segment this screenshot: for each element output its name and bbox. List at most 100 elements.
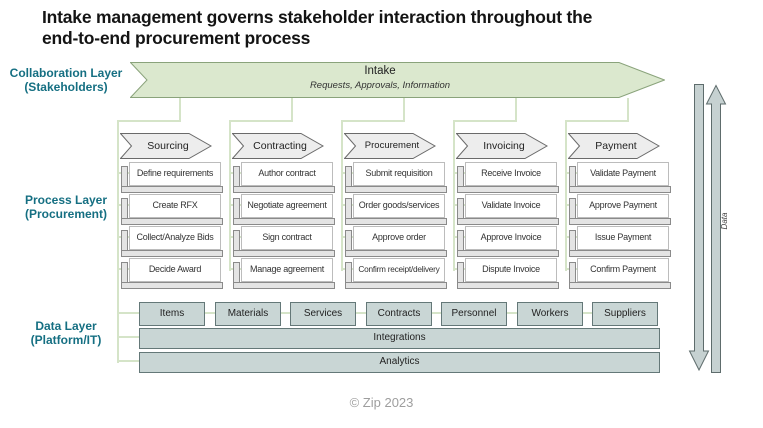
connector-line: [505, 312, 517, 314]
column-header-label: Sourcing: [147, 140, 189, 152]
step-shadow: [569, 282, 671, 289]
step-shadow: [233, 186, 335, 193]
process-step: Manage agreement: [229, 258, 337, 292]
step-shadow: [569, 186, 671, 193]
step-shadow: [121, 186, 223, 193]
intake-banner-subtitle: Requests, Approvals, Information: [309, 80, 451, 91]
data-chip-materials: Materials: [215, 302, 281, 326]
column-header-label: Invoicing: [483, 140, 525, 152]
connector-line: [565, 120, 629, 122]
connector-line: [341, 120, 405, 122]
process-step-box: Approve Invoice: [465, 226, 557, 250]
process-step: Negotiate agreement: [229, 194, 337, 228]
step-shadow: [457, 218, 559, 225]
step-shadow: [569, 218, 671, 225]
column-header-label: Contracting: [253, 140, 307, 152]
process-step: Sign contract: [229, 226, 337, 260]
step-shadow: [345, 218, 447, 225]
process-step-box: Confirm Payment: [577, 258, 669, 282]
connector-line: [117, 336, 141, 338]
connector-line: [229, 120, 293, 122]
process-step: Dispute Invoice: [453, 258, 561, 292]
process-step-box: Order goods/services: [353, 194, 445, 218]
step-shadow: [457, 186, 559, 193]
process-step: Receive Invoice: [453, 162, 561, 196]
process-step: Issue Payment: [565, 226, 673, 260]
step-shadow: [233, 282, 335, 289]
process-step: Collect/Analyze Bids: [117, 226, 225, 260]
process-step: Approve order: [341, 226, 449, 260]
data-flow-up-arrow: [705, 84, 727, 373]
intake-banner-arrow: [130, 62, 665, 98]
connector-line: [627, 98, 629, 120]
copyright-footer: © Zip 2023: [349, 395, 414, 410]
process-step-box: Validate Invoice: [465, 194, 557, 218]
slide-title-line1: Intake management governs stakeholder in…: [42, 7, 593, 27]
process-step-box: Confirm receipt/delivery: [353, 258, 445, 282]
step-shadow: [345, 186, 447, 193]
process-step: Author contract: [229, 162, 337, 196]
step-shadow: [457, 282, 559, 289]
data-chip-workers: Workers: [517, 302, 583, 326]
column-header-arrow: [568, 133, 660, 159]
process-step: Validate Invoice: [453, 194, 561, 228]
process-column-contracting: Contracting Author contract Negotiate ag…: [229, 133, 337, 293]
connector-line: [581, 312, 592, 314]
layer-label-collaboration: Collaboration Layer (Stakeholders): [0, 66, 132, 94]
connector-line: [279, 312, 290, 314]
step-shadow: [345, 250, 447, 257]
layer-label-line: (Platform/IT): [30, 333, 102, 348]
connector-line: [179, 98, 181, 120]
process-step: Decide Award: [117, 258, 225, 292]
layer-label-line: Data Layer: [35, 319, 97, 333]
intake-banner-title: Intake: [364, 65, 396, 77]
process-step-box: Issue Payment: [577, 226, 669, 250]
data-bar-integrations: Integrations: [139, 328, 660, 349]
process-step: Approve Invoice: [453, 226, 561, 260]
slide-title-line2: end-to-end procurement process: [42, 28, 311, 49]
process-column-procurement: Procurement Submit requisition Order goo…: [341, 133, 449, 293]
process-step: Define requirements: [117, 162, 225, 196]
process-column-invoicing: Invoicing Receive Invoice Validate Invoi…: [453, 133, 561, 293]
process-step: Create RFX: [117, 194, 225, 228]
process-step: Order goods/services: [341, 194, 449, 228]
connector-line: [291, 98, 293, 120]
connector-line: [430, 312, 441, 314]
step-shadow: [121, 250, 223, 257]
connector-line: [229, 120, 231, 271]
connector-line: [403, 98, 405, 120]
step-shadow: [457, 250, 559, 257]
layer-label-line: Collaboration Layer: [9, 66, 123, 80]
column-header-arrow: [120, 133, 212, 159]
step-shadow: [345, 282, 447, 289]
connector-line: [117, 312, 141, 314]
connector-line: [203, 312, 215, 314]
column-header-arrow: [232, 133, 324, 159]
process-step-box: Create RFX: [129, 194, 221, 218]
process-step: Approve Payment: [565, 194, 673, 228]
data-chip-contracts: Contracts: [366, 302, 432, 326]
connector-line: [453, 120, 455, 271]
column-header-arrow: [456, 133, 548, 159]
layer-label-line: (Stakeholders): [24, 80, 108, 95]
step-shadow: [233, 218, 335, 225]
data-bar-analytics: Analytics: [139, 352, 660, 373]
data-flow-down-arrow: [688, 84, 710, 372]
connector-line: [565, 120, 567, 271]
process-column-sourcing: Sourcing Define requirements Create RFX …: [117, 133, 225, 293]
step-shadow: [569, 250, 671, 257]
data-chip-personnel: Personnel: [441, 302, 507, 326]
process-step-box: Approve order: [353, 226, 445, 250]
intake-banner: Intake Requests, Approvals, Information: [130, 62, 665, 98]
data-chip-items: Items: [139, 302, 205, 326]
column-header-label: Payment: [595, 140, 637, 152]
process-step-box: Validate Payment: [577, 162, 669, 186]
process-step-box: Author contract: [241, 162, 333, 186]
step-shadow: [233, 250, 335, 257]
process-step-box: Manage agreement: [241, 258, 333, 282]
layer-label-process: Process Layer (Procurement): [0, 193, 132, 221]
slide-title: Intake management governs stakeholder in…: [42, 7, 722, 50]
layer-label-data: Data Layer (Platform/IT): [0, 319, 132, 347]
process-step-box: Define requirements: [129, 162, 221, 186]
process-step-box: Decide Award: [129, 258, 221, 282]
